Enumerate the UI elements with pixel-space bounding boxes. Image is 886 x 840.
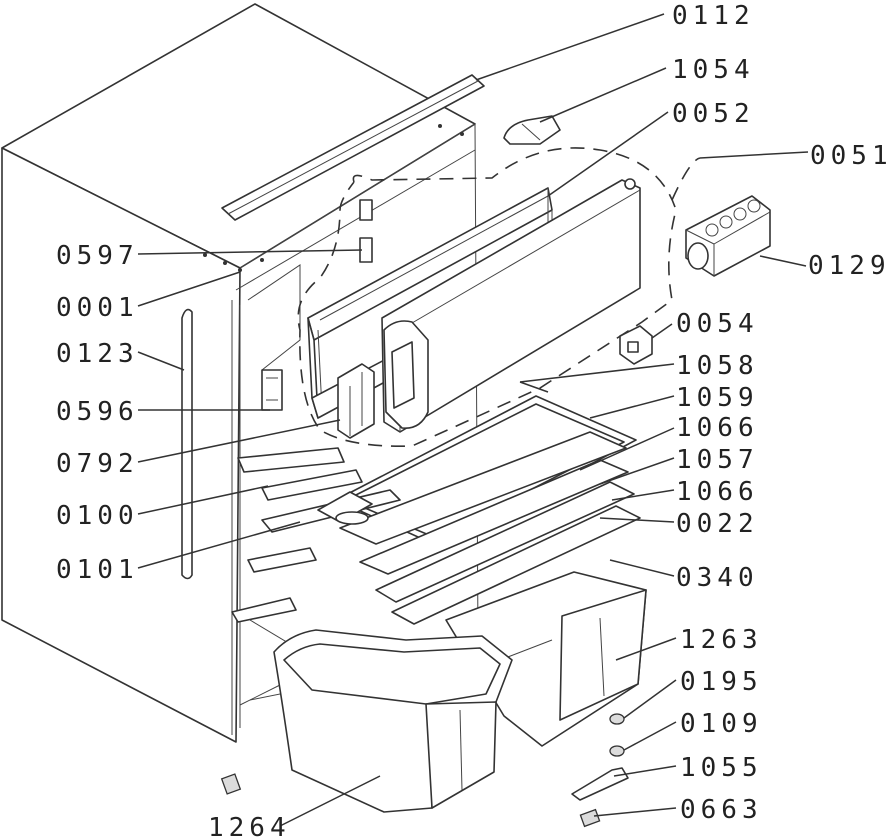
part-label-0195: 0195 xyxy=(680,667,763,697)
door-latch-part xyxy=(337,363,375,439)
leader-lines xyxy=(137,13,809,827)
egg-tray-part xyxy=(685,195,771,277)
part-label-0001: 0001 xyxy=(56,293,139,323)
part-label-0792: 0792 xyxy=(56,449,139,479)
part-label-0052: 0052 xyxy=(672,99,755,129)
part-label-0022: 0022 xyxy=(676,509,759,539)
foot-part-left xyxy=(220,773,242,795)
part-label-0100: 0100 xyxy=(56,501,139,531)
top-strip-part xyxy=(221,74,485,221)
part-label-0112: 0112 xyxy=(672,1,755,31)
part-label-1264: 1264 xyxy=(208,813,291,840)
part-label-1054: 1054 xyxy=(672,55,755,85)
part-label-0663: 0663 xyxy=(680,795,763,825)
door-gasket-strip xyxy=(181,308,193,580)
clip-part xyxy=(619,325,653,365)
part-labels: 0112 1054 0052 0051 0129 0597 0001 0123 … xyxy=(56,1,886,840)
part-label-0597: 0597 xyxy=(56,241,139,271)
part-label-0123: 0123 xyxy=(56,339,139,369)
washer-0195 xyxy=(609,713,625,725)
part-label-0340: 0340 xyxy=(676,563,759,593)
part-label-0054: 0054 xyxy=(676,309,759,339)
part-label-1263: 1263 xyxy=(680,625,763,655)
bottom-hinge-part xyxy=(261,369,283,411)
freezer-door xyxy=(381,178,641,433)
assembly-group-outline xyxy=(297,147,701,447)
part-label-0109: 0109 xyxy=(680,709,763,739)
hinge-bracket-1055 xyxy=(571,767,629,801)
part-label-1059: 1059 xyxy=(676,383,759,413)
part-label-0051: 0051 xyxy=(810,141,886,171)
shelves-stack xyxy=(231,381,641,625)
part-label-1055: 1055 xyxy=(680,753,763,783)
part-label-1057: 1057 xyxy=(676,445,759,475)
cabinet-body xyxy=(1,3,479,743)
part-label-0101: 0101 xyxy=(56,555,139,585)
foot-part-0663 xyxy=(579,808,601,828)
part-label-1058: 1058 xyxy=(676,351,759,381)
part-label-0596: 0596 xyxy=(56,397,139,427)
vegetable-crisper-left xyxy=(273,629,513,813)
top-hinge-part xyxy=(359,199,373,263)
hinge-cover-part xyxy=(503,115,561,145)
washer-0109 xyxy=(609,745,625,757)
part-label-1066-lower: 1066 xyxy=(676,477,759,507)
part-label-0129: 0129 xyxy=(808,251,886,281)
part-label-1066-upper: 1066 xyxy=(676,413,759,443)
